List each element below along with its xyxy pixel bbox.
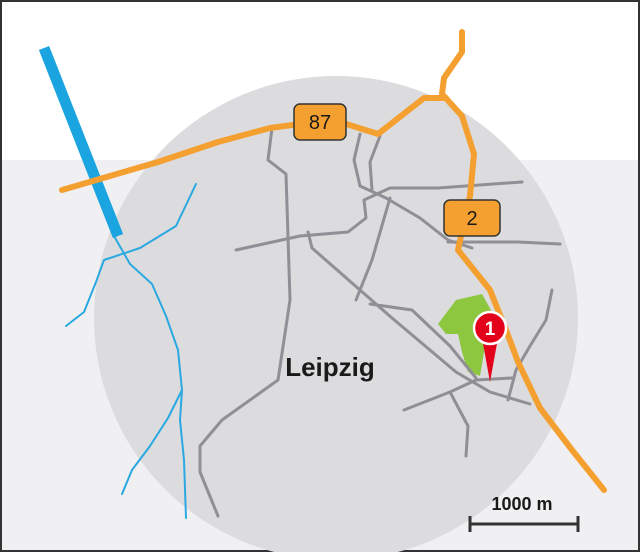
marker-pin-icon: [482, 338, 498, 382]
radius-circle: [94, 76, 578, 552]
scale-bar: 1000 m: [468, 494, 580, 532]
shield-87-background: [293, 103, 347, 141]
road-diagonal: [306, 230, 532, 406]
river-branch-south: [179, 389, 187, 519]
scale-bar-label: 1000 m: [491, 494, 552, 514]
river-branch-west: [65, 183, 197, 327]
city-label: Leipzig: [285, 352, 375, 382]
shield-87-label: 87: [309, 112, 331, 134]
location-marker[interactable]: 1: [472, 310, 508, 382]
marker-label: 1: [485, 319, 496, 340]
shield-2-label: 2: [466, 208, 477, 230]
local-roads: [198, 126, 562, 518]
road-spur-north: [368, 134, 382, 192]
road-south: [448, 390, 470, 458]
road-far-east: [506, 288, 554, 402]
road-south-east: [402, 376, 514, 412]
highway-shield-2: 2: [443, 199, 501, 237]
road-east: [446, 240, 562, 246]
shield-2-background: [443, 199, 501, 237]
park-area: [438, 294, 492, 376]
highway-shield-87: 87: [293, 103, 347, 141]
scale-bar-line: [468, 516, 580, 532]
road-park-west: [368, 302, 478, 380]
road-northeast: [352, 132, 474, 250]
canal: [38, 45, 124, 239]
river: [65, 183, 197, 519]
road-central: [354, 196, 392, 302]
river-main: [113, 235, 183, 495]
marker-circle: [472, 310, 508, 346]
road-west: [198, 126, 292, 518]
